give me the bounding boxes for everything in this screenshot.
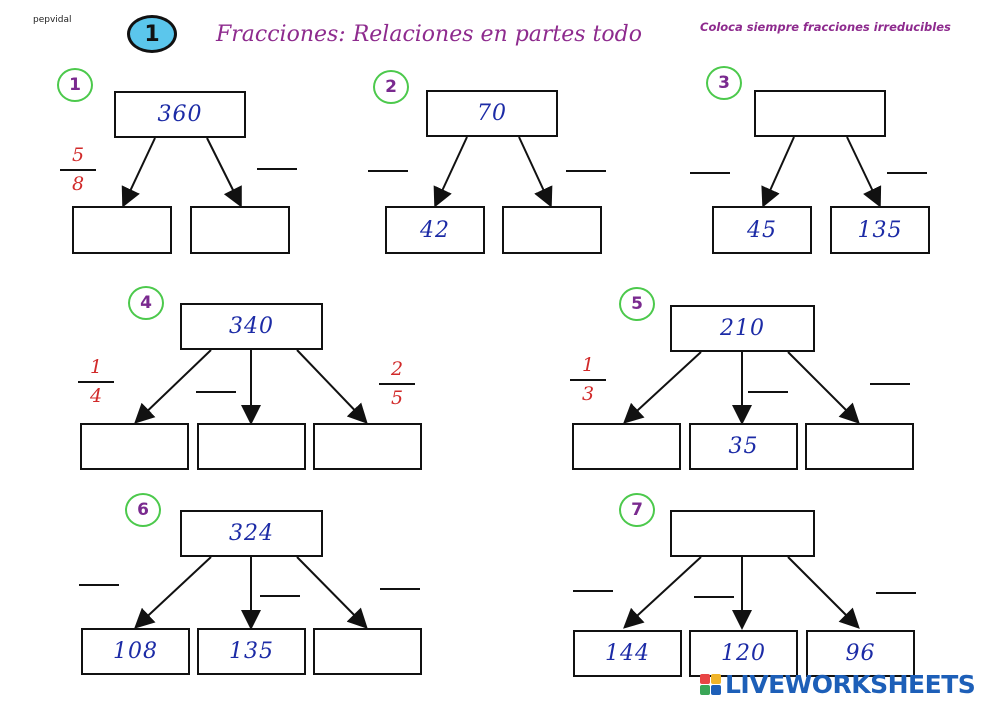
arrow	[623, 556, 702, 629]
problem-badge-1: 1	[57, 68, 93, 102]
fraction-bar	[78, 381, 114, 383]
part-box-5a[interactable]	[572, 423, 681, 470]
problem-badge-5: 5	[619, 287, 655, 321]
part-box-2a: 42	[385, 206, 485, 254]
fraction-numerator: 2	[390, 358, 404, 380]
problem-badge-6: 6	[125, 493, 161, 527]
fraction-bar	[379, 383, 415, 385]
problem-badge-2: 2	[373, 70, 409, 104]
arrow	[296, 556, 368, 629]
part-box-4b[interactable]	[197, 423, 306, 470]
part-box-6b: 135	[197, 628, 306, 675]
part-box-4a[interactable]	[80, 423, 189, 470]
whole-box-6: 324	[180, 510, 323, 557]
problem-badge-7: 7	[619, 493, 655, 527]
part-box-5b: 35	[689, 423, 798, 470]
part-box-3a: 45	[712, 206, 812, 254]
arrow	[623, 351, 702, 424]
arrow	[296, 349, 368, 424]
whole-box-1: 360	[114, 91, 246, 138]
fraction-blank-7-middle[interactable]	[694, 596, 734, 598]
brand-name: LIVEWORKSHEETS	[725, 670, 976, 699]
fraction-denominator: 5	[390, 386, 404, 409]
worksheet-number: 1	[127, 15, 177, 53]
problem-badge-4: 4	[128, 286, 164, 320]
fraction-blank-6-middle[interactable]	[260, 595, 300, 597]
fraction-blank-3-right[interactable]	[887, 172, 927, 174]
fraction-4-left: 1 4	[76, 358, 116, 406]
fraction-blank-2-left[interactable]	[368, 170, 408, 172]
part-box-2b[interactable]	[502, 206, 602, 254]
fraction-numerator: 5	[71, 144, 85, 166]
arrow	[121, 137, 156, 208]
part-box-7b: 120	[689, 630, 798, 677]
part-box-7c: 96	[806, 630, 915, 677]
whole-box-3[interactable]	[754, 90, 886, 137]
part-box-3b: 135	[830, 206, 930, 254]
fraction-denominator: 4	[89, 384, 103, 407]
part-box-1b[interactable]	[190, 206, 290, 254]
fraction-denominator: 3	[581, 382, 595, 405]
part-box-7a: 144	[573, 630, 682, 677]
author-label: pepvidal	[33, 15, 72, 25]
fraction-blank-7-right[interactable]	[876, 592, 916, 594]
part-box-6a: 108	[81, 628, 190, 675]
arrow	[761, 136, 795, 208]
part-box-6c[interactable]	[313, 628, 422, 675]
fraction-1-left: 5 8	[58, 146, 98, 194]
liveworksheets-logo[interactable]: LIVEWORKSHEETS	[700, 670, 976, 699]
arrow	[787, 351, 860, 424]
arrow	[433, 136, 468, 208]
fraction-blank-6-right[interactable]	[380, 588, 420, 590]
fraction-numerator: 1	[581, 354, 595, 376]
fraction-4-right: 2 5	[377, 360, 417, 408]
fraction-blank-4-middle[interactable]	[196, 391, 236, 393]
arrow	[134, 349, 212, 424]
arrow	[134, 556, 212, 629]
fraction-5-left: 1 3	[568, 356, 608, 404]
fraction-denominator: 8	[71, 172, 85, 195]
fraction-numerator: 1	[89, 356, 103, 378]
arrow	[518, 136, 553, 208]
fraction-blank-5-right[interactable]	[870, 383, 910, 385]
instruction-note: Coloca siempre fracciones irreducibles	[700, 20, 951, 34]
part-box-5c[interactable]	[805, 423, 914, 470]
fraction-blank-3-left[interactable]	[690, 172, 730, 174]
whole-box-7[interactable]	[670, 510, 815, 557]
fraction-blank-2-right[interactable]	[566, 170, 606, 172]
whole-box-5: 210	[670, 305, 815, 352]
part-box-4c[interactable]	[313, 423, 422, 470]
fraction-bar	[60, 169, 96, 171]
page-title: Fracciones: Relaciones en partes todo	[216, 22, 642, 47]
arrow	[206, 137, 242, 208]
problem-badge-3: 3	[706, 66, 742, 100]
fraction-blank-7-left[interactable]	[573, 590, 613, 592]
fraction-blank-5-middle[interactable]	[748, 391, 788, 393]
whole-box-4: 340	[180, 303, 323, 350]
fraction-blank-1-right[interactable]	[257, 168, 297, 170]
fraction-bar	[570, 379, 606, 381]
liveworksheets-logo-icon	[700, 674, 721, 695]
whole-box-2: 70	[426, 90, 558, 137]
fraction-blank-6-left[interactable]	[79, 584, 119, 586]
arrow	[846, 136, 882, 208]
arrow	[787, 556, 860, 629]
part-box-1a[interactable]	[72, 206, 172, 254]
